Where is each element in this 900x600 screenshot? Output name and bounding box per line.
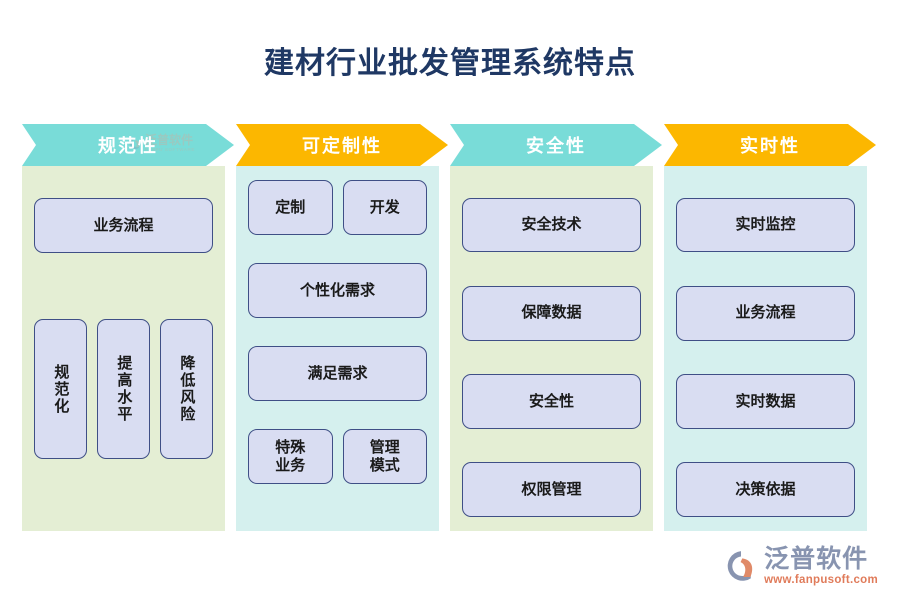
feature-box-realtime-monitoring[interactable]: 实时监控 — [676, 197, 855, 253]
spacer — [34, 180, 213, 198]
spacer — [34, 459, 213, 517]
spacer — [462, 252, 641, 286]
feature-box-business-process-rt[interactable]: 业务流程 — [676, 286, 855, 341]
feature-box-custom[interactable]: 定制 — [248, 180, 333, 235]
vertical-box-row: 规范化 提高水平 降低风险 — [34, 319, 213, 459]
feature-box-security-technology[interactable]: 安全技术 — [462, 197, 641, 253]
feature-box-development[interactable]: 开发 — [342, 180, 427, 235]
feature-box-raise-level[interactable]: 提高水平 — [97, 319, 150, 459]
column-panel-4: 实时监控 业务流程 实时数据 决策依据 — [664, 166, 867, 531]
banner-label-4: 实时性 — [740, 136, 800, 156]
spacer — [676, 180, 855, 198]
spacer — [676, 429, 855, 463]
feature-box-business-process[interactable]: 业务流程 — [34, 198, 213, 253]
spacer — [34, 253, 213, 319]
fanpu-logo-icon — [727, 551, 753, 582]
column-panel-2: 定制 开发 个性化需求 满足需求 特殊业务 管理模式 — [236, 166, 439, 531]
feature-box-standardization[interactable]: 规范化 — [34, 319, 87, 459]
feature-column-4: 实时性 实时监控 业务流程 实时数据 决策依据 — [650, 124, 876, 534]
feature-columns: 规范性 泛普软件 FANPU SOFTWARE 业务流程 规范化 提高水平 降低… — [8, 124, 888, 534]
spacer — [248, 318, 427, 346]
box-row-bottom: 特殊业务 管理模式 — [248, 429, 427, 484]
logo-name: 泛普软件 — [764, 544, 869, 573]
column-banner-4[interactable]: 实时性 — [650, 124, 876, 166]
feature-box-realtime-data[interactable]: 实时数据 — [676, 374, 855, 429]
feature-box-special-business[interactable]: 特殊业务 — [248, 429, 333, 484]
feature-box-decision-basis[interactable]: 决策依据 — [676, 462, 855, 517]
spacer — [462, 341, 641, 375]
feature-box-data-protection[interactable]: 保障数据 — [462, 286, 641, 341]
feature-box-management-mode[interactable]: 管理模式 — [342, 429, 427, 484]
feature-column-1: 规范性 泛普软件 FANPU SOFTWARE 业务流程 规范化 提高水平 降低… — [8, 124, 234, 534]
banner-label-1: 规范性 — [98, 136, 158, 156]
footer-logo: 泛普软件 www.fanpusoft.com — [724, 544, 878, 587]
feature-box-permission-management[interactable]: 权限管理 — [462, 462, 641, 517]
column-banner-3[interactable]: 安全性 — [436, 124, 662, 166]
feature-column-3: 安全性 安全技术 保障数据 安全性 权限管理 — [436, 124, 662, 534]
spacer — [248, 401, 427, 429]
feature-box-personalized-needs[interactable]: 个性化需求 — [248, 263, 427, 318]
feature-box-meet-needs[interactable]: 满足需求 — [248, 346, 427, 401]
spacer — [462, 429, 641, 463]
spacer — [676, 252, 855, 286]
banner-label-2: 可定制性 — [302, 136, 382, 156]
feature-box-safety[interactable]: 安全性 — [462, 374, 641, 429]
feature-column-2: 可定制性 定制 开发 个性化需求 满足需求 特殊业务 管理模式 — [222, 124, 448, 534]
spacer — [676, 341, 855, 375]
box-row-top: 定制 开发 — [248, 180, 427, 235]
spacer — [462, 180, 641, 198]
logo-url: www.fanpusoft.com — [764, 573, 878, 586]
logo-text: 泛普软件 www.fanpusoft.com — [764, 544, 878, 587]
banner-label-3: 安全性 — [526, 136, 586, 156]
page-title: 建材行业批发管理系统特点 — [264, 47, 636, 80]
feature-box-reduce-risk[interactable]: 降低风险 — [160, 319, 213, 459]
column-panel-3: 安全技术 保障数据 安全性 权限管理 — [450, 166, 653, 531]
column-banner-1[interactable]: 规范性 泛普软件 FANPU SOFTWARE — [8, 124, 234, 166]
spacer — [248, 235, 427, 263]
column-banner-2[interactable]: 可定制性 — [222, 124, 448, 166]
column-panel-1: 业务流程 规范化 提高水平 降低风险 — [22, 166, 225, 531]
